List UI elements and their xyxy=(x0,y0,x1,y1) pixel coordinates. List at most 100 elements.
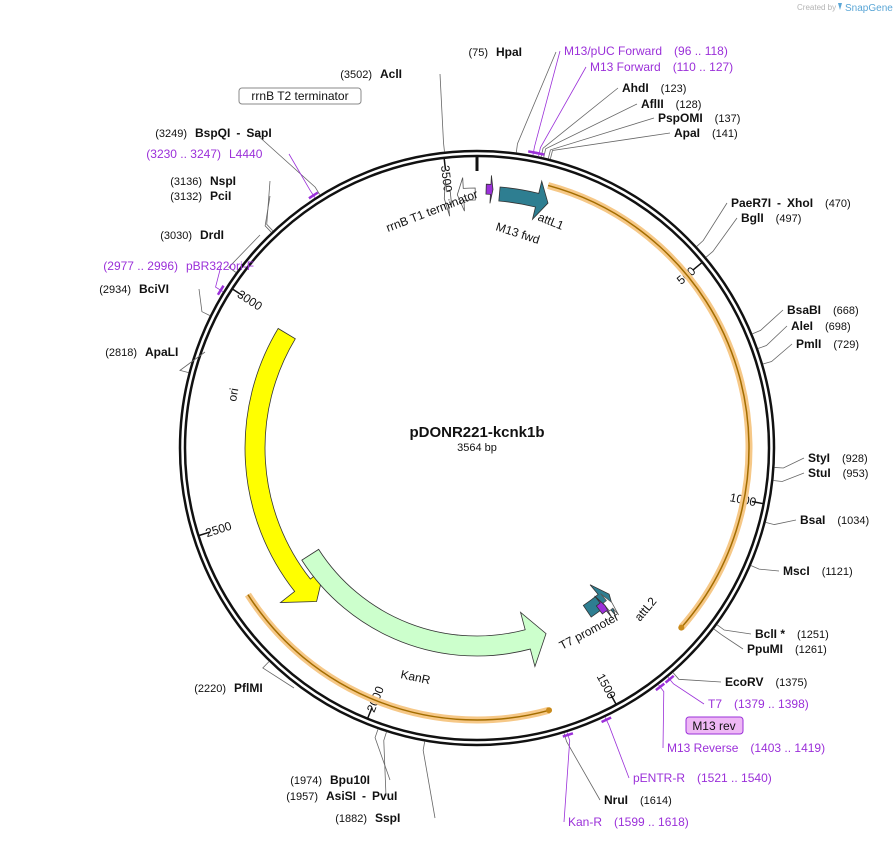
ori-label: ori xyxy=(225,387,241,403)
nspi-label[interactable]: (3136)NspI xyxy=(170,174,236,188)
drdi-label[interactable]: (3030)DrdI xyxy=(160,228,224,242)
ecorv-leader xyxy=(672,672,722,683)
orf-lower xyxy=(247,594,550,721)
asisi-position: (1957) xyxy=(286,791,318,803)
tick-label: 2500 xyxy=(204,519,234,540)
backbone-outer-strand xyxy=(178,149,776,747)
bspqi-label[interactable]: (3249)BspQI-SapI xyxy=(155,126,271,140)
msci-leader xyxy=(750,565,780,572)
pbr322ori-label[interactable]: (2977 .. 2996)pBR322ori-F xyxy=(103,259,254,273)
msci-label[interactable]: MscI(1121) xyxy=(783,564,853,578)
hpai-label[interactable]: (75)HpaI xyxy=(468,45,522,59)
m13reverse-name: M13 Reverse xyxy=(667,741,739,755)
hpai-position: (75) xyxy=(468,47,488,59)
m13puc-position: (96 .. 118) xyxy=(674,44,728,58)
l4440-label[interactable]: (3230 .. 3247)L4440 xyxy=(146,147,262,161)
paer7i-leader xyxy=(696,202,728,247)
pflmi-label[interactable]: (2220)PflMI xyxy=(194,681,262,695)
alei-leader xyxy=(757,325,788,349)
pmli-label[interactable]: PmlI(729) xyxy=(796,337,859,351)
asisi-label[interactable]: (1957)AsiSI-PvuI xyxy=(286,789,397,803)
alei-name: AleI xyxy=(791,319,813,333)
kanr-feature[interactable] xyxy=(301,548,547,668)
pspomi-label[interactable]: PspOMI(137) xyxy=(658,111,740,125)
t7-promoter-feature[interactable] xyxy=(600,593,620,616)
pentr-label[interactable]: pENTR-R(1521 .. 1540) xyxy=(633,771,772,785)
asisi-name: AsiSI xyxy=(326,789,356,803)
aflii-name: AflII xyxy=(641,97,664,111)
m13-fwd-feature[interactable] xyxy=(485,175,494,204)
features-layer xyxy=(244,175,620,668)
plasmid-name: pDONR221-kcnk1b xyxy=(409,424,544,441)
m13puc-label[interactable]: M13/pUC Forward(96 .. 118) xyxy=(564,44,728,58)
paer7i-name2: XhoI xyxy=(787,196,813,210)
bcivi-name: BciVI xyxy=(139,282,169,296)
sspi-position: (1882) xyxy=(335,813,367,825)
ecorv-label[interactable]: EcoRV(1375) xyxy=(725,675,807,689)
alei-label[interactable]: AleI (698) xyxy=(791,319,851,333)
m13fwd-label[interactable]: M13 Forward(110 .. 127) xyxy=(590,60,733,74)
bcli-name: BclI * xyxy=(755,627,785,641)
ori-feature[interactable] xyxy=(244,327,326,603)
apali-label[interactable]: (2818)ApaLI xyxy=(105,345,178,359)
bspqi-position: (3249) xyxy=(155,128,187,140)
ahdi-label[interactable]: AhdI(123) xyxy=(622,81,686,95)
apai-name: ApaI xyxy=(674,126,700,140)
apali-leader xyxy=(179,351,206,374)
rrnb-t1-feature[interactable] xyxy=(456,177,476,212)
styi-position: (928) xyxy=(842,453,868,465)
apai-label[interactable]: ApaI(141) xyxy=(674,126,738,140)
m13reverse-label[interactable]: M13 Reverse(1403 .. 1419) xyxy=(667,741,825,755)
aflii-label[interactable]: AflII (128) xyxy=(641,97,701,111)
stui-label[interactable]: StuI(953) xyxy=(808,466,868,480)
tick-mark xyxy=(751,500,763,505)
ppumi-label[interactable]: PpuMI(1261) xyxy=(747,642,827,656)
styi-label[interactable]: StyI(928) xyxy=(808,451,868,465)
pcii-label[interactable]: (3132)PciI xyxy=(170,189,231,203)
l4440-primer-site xyxy=(308,191,319,200)
pbr322ori-name: pBR322ori-F xyxy=(186,259,254,273)
paer7i-label[interactable]: PaeR7I-XhoI(470) xyxy=(731,196,851,210)
aflii-leader xyxy=(543,103,638,158)
t7-label[interactable]: T7(1379 .. 1398) xyxy=(708,697,809,711)
tick-label: 3000 xyxy=(235,287,265,313)
attl2-label: attL2 xyxy=(632,594,660,624)
kanr-primer-position: (1599 .. 1618) xyxy=(614,815,689,829)
attl1-feature[interactable] xyxy=(498,179,549,221)
tick-label: 3500 xyxy=(438,165,455,193)
bsai-label[interactable]: BsaI(1034) xyxy=(800,513,869,527)
nrui-label[interactable]: NruI(1614) xyxy=(604,793,672,807)
m13reverse-leader xyxy=(657,684,665,749)
t7-promoter-label: T7 promoter xyxy=(557,610,621,653)
pmli-position: (729) xyxy=(833,339,859,351)
acli-position: (3502) xyxy=(340,69,372,81)
kanr-label: KanR xyxy=(399,667,432,687)
tick-mark xyxy=(692,262,703,271)
t7-primer-site xyxy=(664,674,675,684)
acli-label[interactable]: (3502)AclI xyxy=(340,67,402,81)
bsabi-leader xyxy=(752,309,784,335)
m13-rev-feature[interactable] xyxy=(594,595,613,619)
bgli-label[interactable]: BglI(497) xyxy=(741,211,801,225)
pmli-leader xyxy=(762,343,793,365)
m13-fwd-label: M13 fwd xyxy=(494,220,541,247)
bsabi-label[interactable]: BsaBI(668) xyxy=(787,303,859,317)
sspi-label[interactable]: (1882)SspI xyxy=(335,811,400,825)
bcli-label[interactable]: BclI *(1251) xyxy=(755,627,829,641)
alei-position: (698) xyxy=(825,321,851,333)
l4440-leader xyxy=(288,153,316,199)
bgli-position: (497) xyxy=(776,213,802,225)
ppumi-name: PpuMI xyxy=(747,642,783,656)
m13-rev-badge-label: M13 rev xyxy=(692,719,735,733)
rrnb-t2-feature[interactable] xyxy=(443,180,453,217)
kanr-primer-label[interactable]: Kan-R(1599 .. 1618) xyxy=(568,815,689,829)
m13-rev-badge[interactable]: M13 rev xyxy=(685,716,744,735)
ecorv-name: EcoRV xyxy=(725,675,763,689)
bpu10i-label[interactable]: (1974)Bpu10I xyxy=(290,773,370,787)
aflii-position: (128) xyxy=(676,99,702,111)
bcivi-label[interactable]: (2934)BciVI xyxy=(99,282,169,296)
bsabi-name: BsaBI xyxy=(787,303,821,317)
nrui-position: (1614) xyxy=(640,795,672,807)
pspomi-leader xyxy=(547,117,655,159)
